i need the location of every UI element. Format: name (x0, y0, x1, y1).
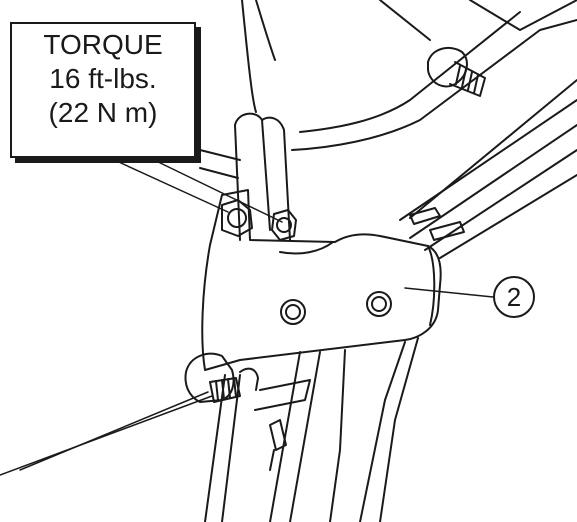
callout-number: 2 (506, 282, 522, 312)
plate-holes (280, 291, 392, 325)
mounting-plate (201, 189, 442, 371)
torque-imperial-value: 16 ft-lbs. (49, 63, 157, 94)
lower-clip (269, 419, 287, 471)
callout-circle (493, 276, 535, 318)
torque-title: TORQUE (43, 29, 163, 60)
lower-bolt (184, 352, 259, 403)
right-tubes (399, 79, 577, 259)
leader-lines (0, 157, 494, 476)
small-clips (409, 207, 465, 241)
torque-metric-value: (22 N m) (48, 97, 158, 128)
upper-bolt (427, 46, 486, 97)
lower-tube (204, 337, 419, 522)
plate-bolts (221, 199, 297, 241)
torque-spec-box: TORQUE 16 ft-lbs. (22 N m) (10, 22, 196, 158)
hinge-arm (199, 0, 291, 241)
upper-handle (291, 0, 577, 151)
